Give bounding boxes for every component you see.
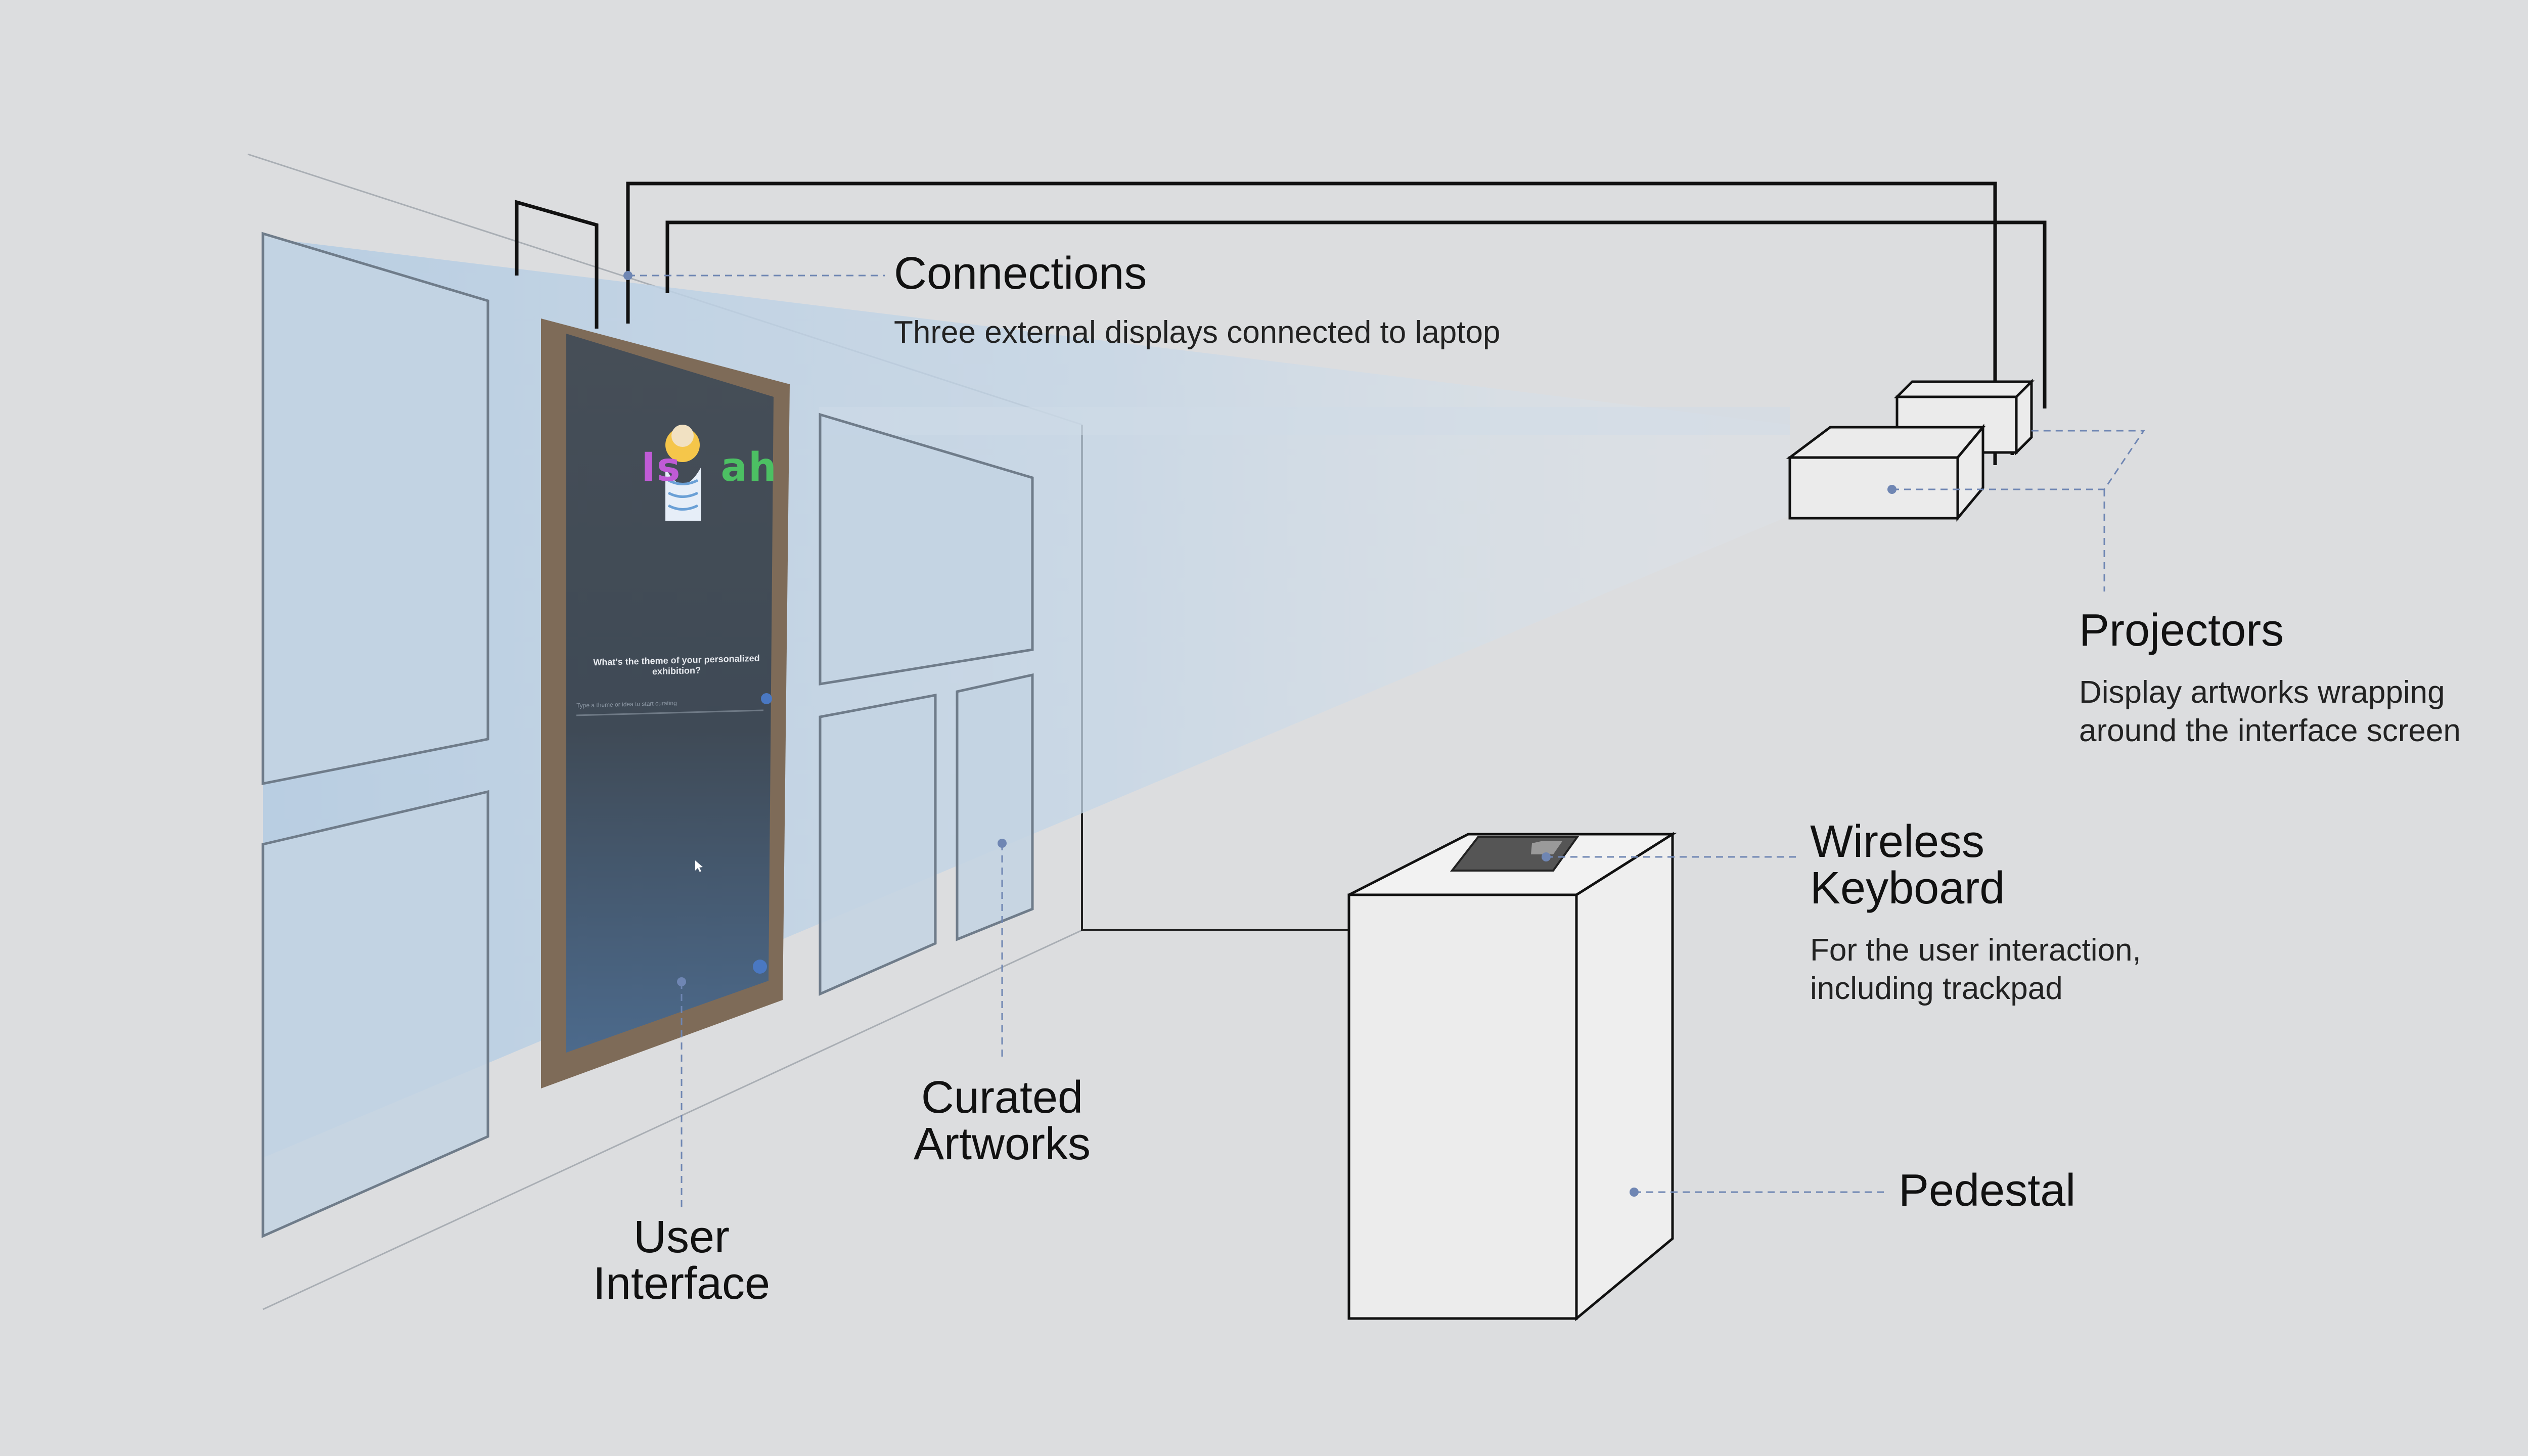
projectors-title: Projectors bbox=[2079, 605, 2284, 656]
connections-desc: Three external displays connected to lap… bbox=[894, 315, 1501, 350]
keyboard-desc-line2: including trackpad bbox=[1810, 971, 2063, 1006]
projector-back-side bbox=[2015, 378, 2033, 456]
logo-part-2: ah bbox=[720, 445, 778, 490]
artwork-panel bbox=[261, 232, 489, 786]
connections-title: Connections bbox=[894, 248, 1147, 299]
interface-title-line2: Interface bbox=[593, 1258, 771, 1309]
left-wall-panels bbox=[261, 232, 489, 1238]
pedestal-side bbox=[1575, 832, 1674, 1322]
artwork-panel bbox=[819, 413, 1034, 686]
screen-display bbox=[566, 334, 774, 1053]
projector-front-front bbox=[1788, 456, 1959, 520]
keyboard-desc-line1: For the user interaction, bbox=[1810, 933, 2141, 968]
logo-part-1: Is bbox=[641, 445, 682, 490]
arrow-up-circle-icon bbox=[761, 693, 772, 704]
pedestal bbox=[1347, 832, 1677, 1322]
beam-wall-strip bbox=[819, 407, 1790, 435]
keyboard-title-line2: Keyboard bbox=[1810, 863, 2005, 914]
artwork-panel bbox=[261, 790, 489, 1238]
artwork-panel bbox=[956, 673, 1034, 941]
mascot-avatar-icon bbox=[665, 425, 701, 521]
prompt-input-underline bbox=[576, 709, 764, 716]
leader-dots bbox=[623, 271, 1897, 1197]
projectors-desc-line2: around the interface screen bbox=[2079, 713, 2461, 748]
interface-title-line1: User bbox=[633, 1212, 730, 1262]
projector-front-top bbox=[1786, 426, 1986, 459]
artworks-title-line2: Artworks bbox=[913, 1119, 1091, 1169]
projectors-desc-line1: Display artworks wrapping bbox=[2079, 675, 2445, 710]
pedestal-title: Pedestal bbox=[1899, 1165, 2076, 1216]
artworks-title-line1: Curated bbox=[921, 1072, 1084, 1123]
keyboard-title-line1: Wireless bbox=[1810, 816, 1985, 867]
interface-screen bbox=[541, 318, 790, 1088]
wireless-keyboard bbox=[1450, 836, 1579, 872]
projectors bbox=[1786, 378, 2035, 522]
trackpad bbox=[1531, 841, 1562, 854]
pedestal-front bbox=[1347, 893, 1578, 1320]
curated-artwork-panels bbox=[819, 413, 1034, 996]
mic-circle-icon bbox=[753, 960, 767, 974]
mouse-cursor-icon bbox=[695, 860, 703, 872]
projector-back-top bbox=[1893, 380, 2035, 398]
artwork-panel bbox=[819, 693, 937, 996]
leader-lines bbox=[628, 275, 2145, 1211]
projector-front-side bbox=[1956, 424, 1984, 522]
